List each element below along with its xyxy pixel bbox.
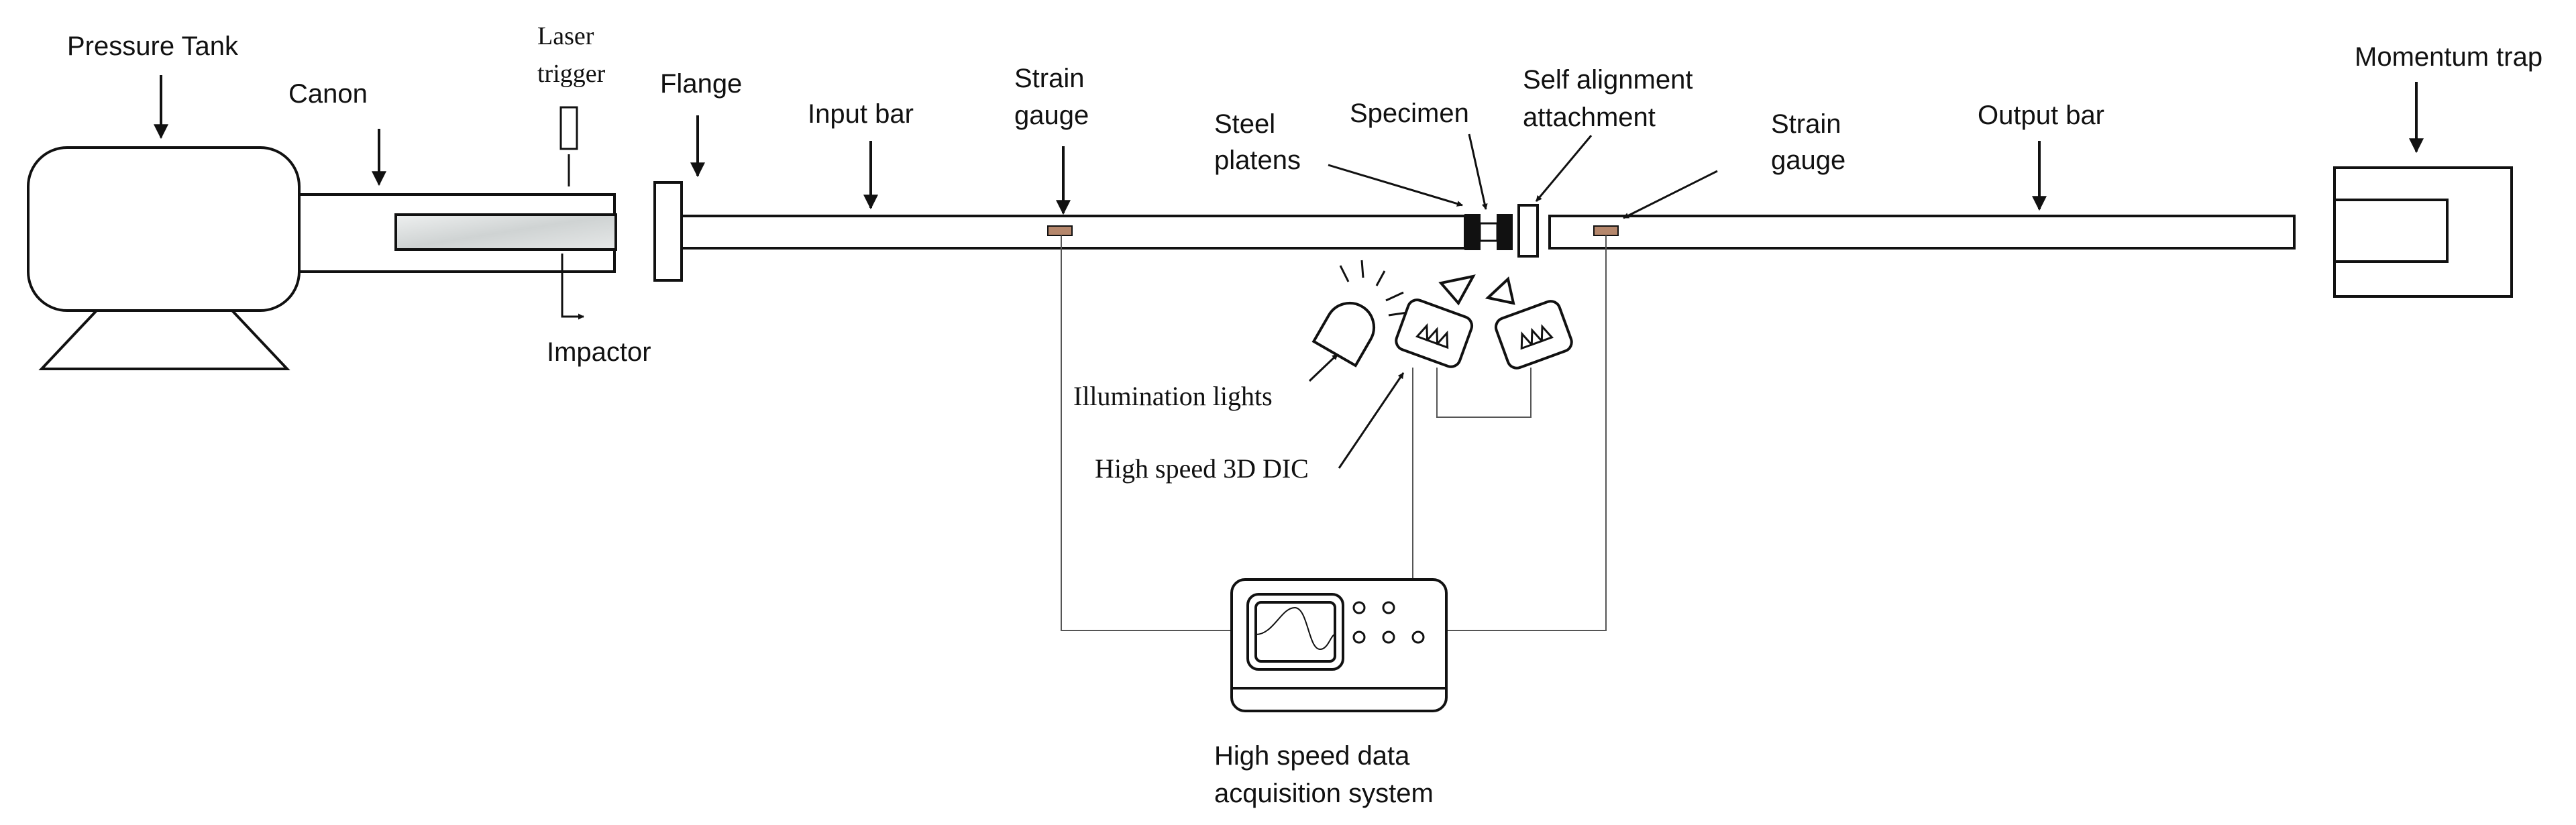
self-alignment-label-line2: attachment [1523, 103, 1656, 132]
strain-gauge-input-label-line1: Strain [1014, 64, 1085, 93]
specimen-label: Specimen [1350, 99, 1469, 128]
pressure-tank-label: Pressure Tank [67, 32, 239, 61]
steel-platens-label-line1: Steel [1214, 109, 1275, 139]
strain-gauge-output [1593, 225, 1619, 236]
self-alignment-label-line1: Self alignment [1523, 65, 1693, 95]
impactor-label: Impactor [547, 337, 651, 367]
strain-gauge-input [1047, 225, 1073, 236]
dic-camera-link [1436, 368, 1532, 418]
output-bar [1548, 215, 2296, 250]
strain-gauge-output-arrow [1623, 170, 1718, 219]
flange [653, 181, 683, 282]
flange-label: Flange [660, 69, 742, 99]
high-speed-dic-label: High speed 3D DIC [1095, 453, 1309, 484]
specimen [1479, 222, 1499, 242]
laser-trigger-label-line1: Laser [537, 22, 594, 50]
dic-camera-left [1395, 274, 1476, 368]
input-bar-label: Input bar [808, 99, 914, 129]
self-alignment-arrow [1535, 135, 1593, 202]
output-bar-label: Output bar [1978, 101, 2104, 130]
illumination-lights-arrow [1308, 353, 1339, 382]
laser-trigger [559, 106, 578, 150]
canon-label: Canon [288, 79, 368, 109]
daq-wiring [1061, 235, 1607, 631]
data-acquisition-system [1230, 578, 1448, 712]
laser-trigger-label-line2: trigger [537, 60, 606, 88]
impactor-leader [561, 254, 584, 320]
strain-gauge-output-label-line1: Strain [1771, 109, 1841, 139]
specimen-arrow [1468, 133, 1488, 210]
steel-platens-label-line2: platens [1214, 146, 1301, 175]
strain-gauge-input-label-line2: gauge [1014, 101, 1089, 130]
strain-gauge-output-label-line2: gauge [1771, 146, 1845, 175]
momentum-trap [2333, 166, 2513, 298]
steel-platen-left [1464, 214, 1481, 250]
steel-platen-right [1497, 214, 1513, 250]
dic-camera-right [1485, 276, 1573, 370]
steel-platens-arrow [1328, 164, 1463, 207]
self-alignment-attachment [1517, 204, 1539, 258]
impactor [394, 213, 617, 251]
daq-label-line1: High speed data [1214, 741, 1410, 771]
momentum-trap-label: Momentum trap [2355, 42, 2542, 72]
high-speed-dic-arrow [1338, 372, 1405, 469]
illumination-lights-label: Illumination lights [1073, 381, 1273, 411]
input-bar [680, 215, 1466, 250]
illumination-light [1311, 302, 1375, 368]
pressure-tank [27, 146, 301, 370]
illumination-rays [1339, 260, 1408, 317]
daq-label-line2: acquisition system [1214, 779, 1434, 808]
